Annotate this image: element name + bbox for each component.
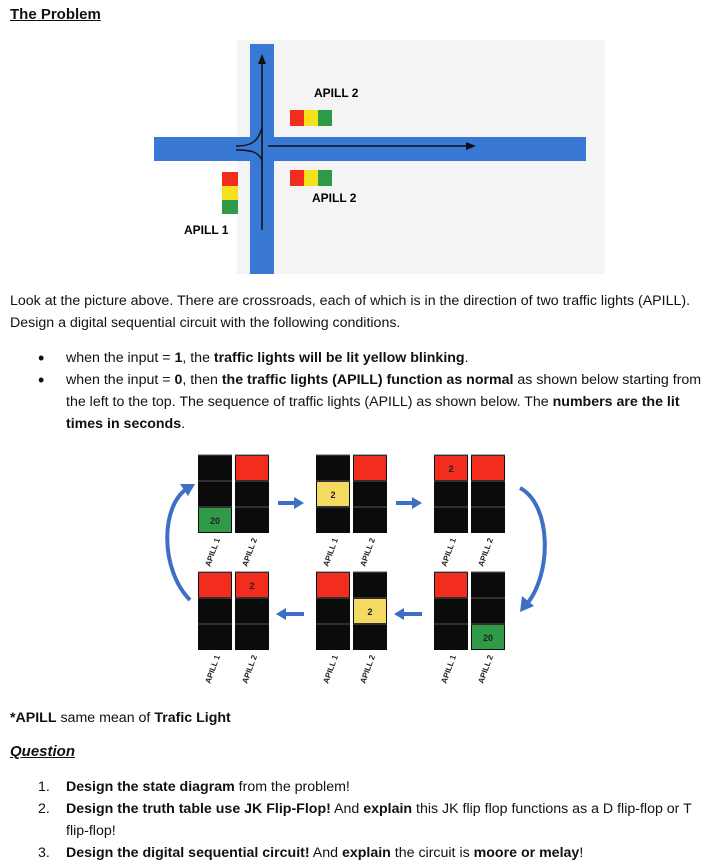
apill-2-right-light — [290, 170, 332, 186]
turn-curve-left — [235, 127, 263, 147]
state-6-apill-1 — [198, 571, 232, 650]
seq-arrow-head-icon — [294, 497, 304, 509]
question-item: 3.Design the digital sequential circuit!… — [38, 845, 584, 861]
seq-arrow-head-icon — [412, 497, 422, 509]
page-title: The Problem — [10, 6, 101, 23]
state-label-apill-2: APILL 2 — [358, 653, 377, 684]
horizontal-road — [154, 137, 586, 161]
state-1-apill-2 — [235, 454, 269, 533]
state-2-apill-2 — [353, 454, 387, 533]
state-3-apill-1: 2 — [434, 454, 468, 533]
lit-lamp-red — [435, 573, 467, 597]
seq-arrow-head-icon — [276, 608, 286, 620]
state-label-apill-2: APILL 2 — [476, 536, 495, 567]
label-apill-2-right: APILL 2 — [312, 191, 357, 205]
state-label-apill-1: APILL 1 — [203, 653, 222, 684]
conditions-list: when the input = 1, the traffic lights w… — [38, 347, 714, 435]
cycle-arrow-left-head-icon — [180, 484, 195, 496]
lit-lamp-red — [435, 456, 467, 480]
lit-lamp-green — [199, 508, 231, 532]
label-apill-1: APILL 1 — [184, 223, 229, 237]
cycle-arrow-right — [518, 486, 547, 607]
turn-curve-bottom — [235, 149, 263, 161]
condition-item: when the input = 1, the traffic lights w… — [38, 347, 714, 369]
state-4-apill-2: 20 — [471, 571, 505, 650]
lit-seconds-value: 20 — [483, 633, 493, 643]
lit-lamp-yellow — [317, 482, 349, 506]
north-arrow-icon — [258, 54, 266, 64]
state-2-apill-1: 2 — [316, 454, 350, 533]
state-label-apill-1: APILL 1 — [203, 536, 222, 567]
lit-lamp-green — [472, 625, 504, 649]
state-6-apill-2: 2 — [235, 571, 269, 650]
state-label-apill-1: APILL 1 — [321, 653, 340, 684]
lit-lamp-red — [236, 573, 268, 597]
state-5-apill-1 — [316, 571, 350, 650]
state-5-apill-2: 2 — [353, 571, 387, 650]
cycle-arrow-right-head-icon — [520, 596, 534, 612]
seq-arrow-head-icon — [394, 608, 404, 620]
intro-paragraph: Look at the picture above. There are cro… — [10, 293, 691, 331]
question-item: 1.Design the state diagram from the prob… — [38, 779, 350, 795]
lit-seconds-value: 2 — [249, 581, 254, 591]
state-label-apill-2: APILL 2 — [358, 536, 377, 567]
apill-1-light — [222, 172, 238, 214]
state-label-apill-2: APILL 2 — [476, 653, 495, 684]
condition-item: when the input = 0, then the traffic lig… — [38, 369, 714, 435]
lit-seconds-value: 2 — [367, 607, 372, 617]
state-label-apill-2: APILL 2 — [240, 653, 259, 684]
apill-2-top-light — [290, 110, 332, 126]
label-apill-2-top: APILL 2 — [314, 86, 359, 100]
lit-lamp-red — [354, 456, 386, 480]
state-3-apill-2 — [471, 454, 505, 533]
state-4-apill-1 — [434, 571, 468, 650]
state-label-apill-1: APILL 1 — [439, 536, 458, 567]
state-label-apill-1: APILL 1 — [321, 536, 340, 567]
question-heading: Question — [10, 743, 76, 760]
lit-seconds-value: 2 — [330, 490, 335, 500]
lit-seconds-value: 20 — [210, 516, 220, 526]
lit-lamp-red — [236, 456, 268, 480]
lit-seconds-value: 2 — [448, 464, 453, 474]
east-arrow-icon — [466, 142, 476, 150]
lit-lamp-red — [472, 456, 504, 480]
lit-lamp-red — [317, 573, 349, 597]
lit-lamp-yellow — [354, 599, 386, 623]
cycle-arrow-left — [165, 486, 192, 602]
crossroad-diagram: APILL 2 APILL 2 APILL 1 — [154, 40, 605, 274]
questions-list: 1.Design the state diagram from the prob… — [38, 776, 714, 864]
state-label-apill-2: APILL 2 — [240, 536, 259, 567]
state-1-apill-1: 20 — [198, 454, 232, 533]
apill-note: *APILL same mean of Trafic Light — [10, 710, 231, 726]
state-label-apill-1: APILL 1 — [439, 653, 458, 684]
question-item: 2.Design the truth table use JK Flip-Flo… — [38, 801, 692, 839]
lit-lamp-red — [199, 573, 231, 597]
